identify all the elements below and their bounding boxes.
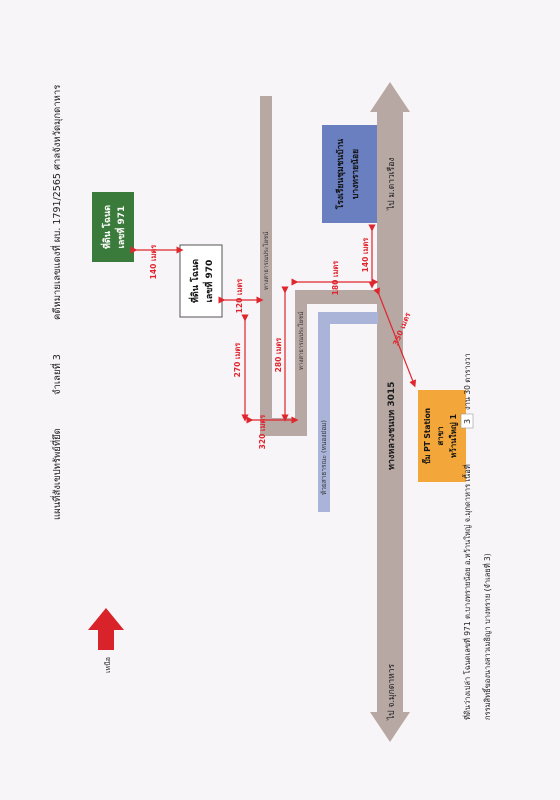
highway-3015	[370, 82, 410, 742]
public-road-link	[260, 418, 307, 436]
pt-station	[418, 390, 466, 482]
court-name: ศาลจังหวัดมุกดาหาร	[52, 85, 63, 170]
distance-140-a: 140 เมตร	[149, 244, 158, 280]
creek-vertical	[318, 312, 330, 512]
public-road-vertical-2	[295, 290, 307, 424]
distance-320: 320 เมตร	[258, 414, 267, 450]
parcel-971-line2: เลขที่ 971	[114, 206, 127, 249]
distance-120: 120 เมตร	[235, 278, 244, 314]
parcel-970	[179, 244, 223, 318]
parcel-970-line2: เลขที่ 970	[202, 260, 215, 303]
distance-280: 280 เมตร	[274, 337, 283, 373]
distance-270: 270 เมตร	[233, 342, 242, 378]
public-road-1-label: ทางสาธารณประโยชน์	[262, 232, 270, 290]
school-line2: บางทรายน้อย	[350, 149, 361, 199]
school-building	[322, 125, 377, 223]
area-rest: งาน 30 ตารางวา	[463, 353, 472, 410]
item-number: จำเลยที่ 3	[50, 354, 63, 395]
map-heading: แผนที่สังเขปทรัพย์ที่ยึด	[50, 428, 63, 520]
station-line3: หว้านใหญ่ 1	[448, 414, 459, 459]
measure-350	[373, 287, 417, 388]
north-label: เหนือ	[104, 657, 112, 673]
station-line1: ปั๊ม PT Station	[421, 408, 432, 464]
school-line1: โรงเรียนชุมชนบ้าน	[335, 139, 346, 211]
case-number: คดีหมายเลขแดงที่ ผบ. 1791/2565	[50, 173, 63, 320]
header-block: แผนที่สังเขปทรัพย์ที่ยึด จำเลยที่ 3 คดีห…	[50, 85, 63, 520]
footer-block: ที่ดินว่างเปล่า โฉนดเลขที่ 971 ต.บางทราย…	[460, 353, 492, 720]
public-road-horizontal	[295, 290, 377, 304]
area-value: 3	[463, 419, 472, 424]
public-road-2-label: ทางสาธารณประโยชน์	[297, 312, 305, 370]
distance-180: 180 เมตร	[331, 260, 340, 296]
area-box	[460, 413, 474, 429]
footer-line1: ที่ดินว่างเปล่า โฉนดเลขที่ 971 ต.บางทราย…	[462, 464, 472, 720]
footer-line2: กรรมสิทธิ์ของนางสาวเมธิญา บางทราย (จำเลย…	[482, 553, 492, 720]
parcel-971-line1: ที่ดิน โฉนด	[100, 205, 113, 249]
parcel-971	[92, 192, 134, 262]
public-road-vertical	[260, 96, 272, 436]
parcel-970-line1: ที่ดิน โฉนด	[188, 259, 201, 303]
station-line2: สาขา	[436, 426, 445, 445]
highway-label: ทางหลวงชนบท 3015	[387, 382, 397, 470]
creek-label: ห้วยสาธารณะ (หนองย่อม)	[320, 420, 328, 495]
creek-horizontal	[318, 312, 378, 324]
to-south-label: ไป จ.มุกดาหาร	[386, 664, 397, 721]
north-arrow-icon	[88, 608, 124, 650]
to-north-label: ไป ม.ดาวเรือง	[386, 158, 397, 211]
distance-140-b: 140 เมตร	[361, 237, 370, 273]
